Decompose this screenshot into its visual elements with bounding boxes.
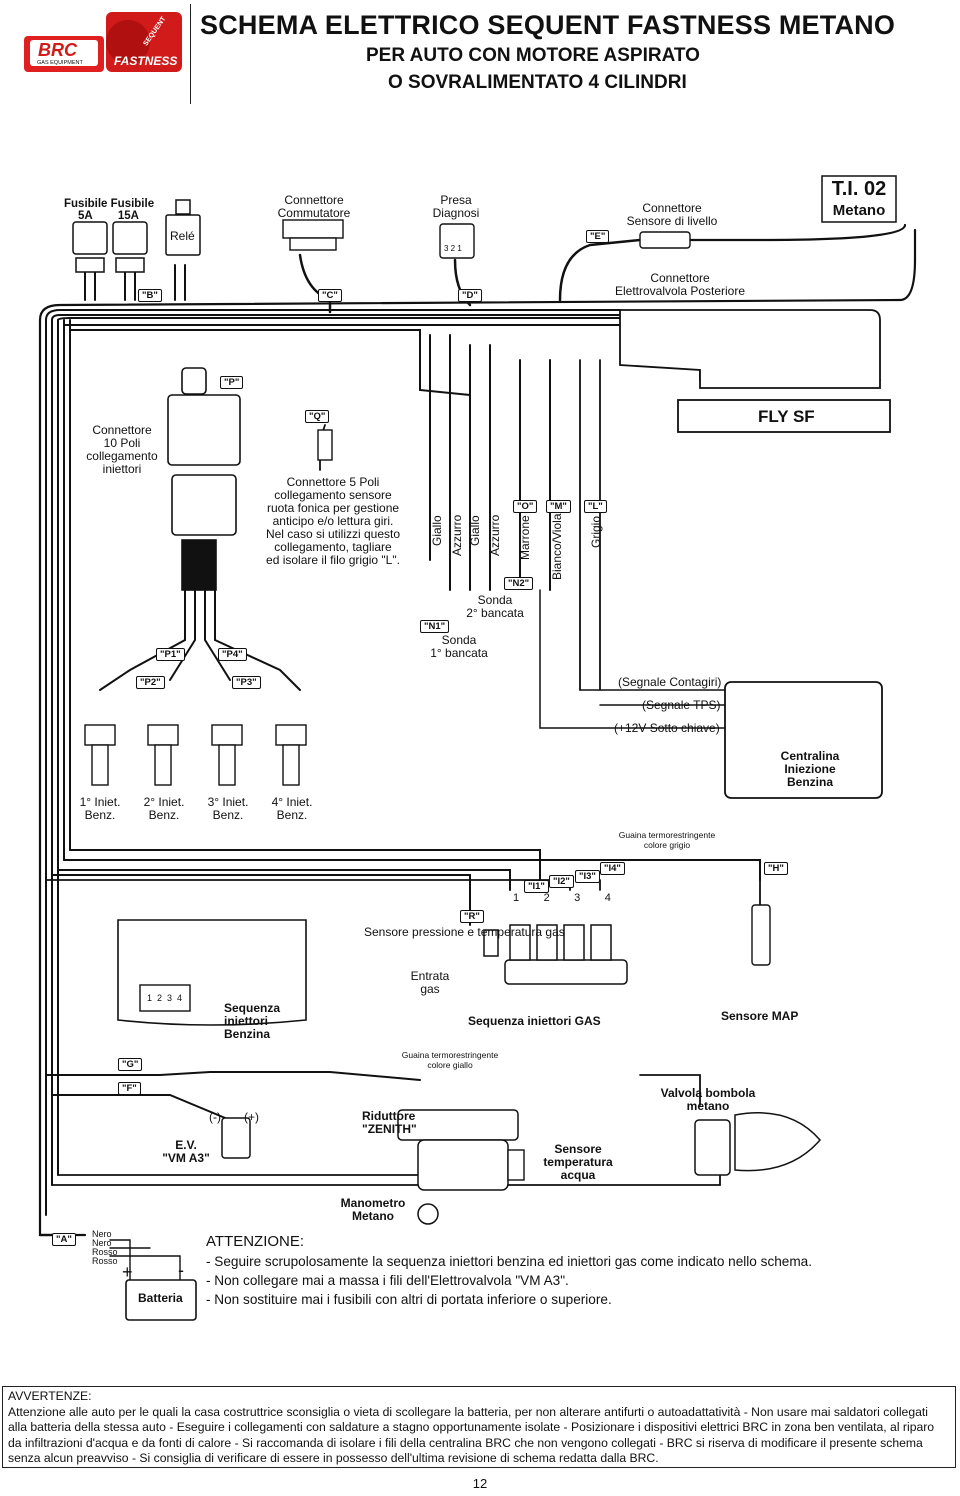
segnale-contagiri-label: (Segnale Contagiri) [618, 675, 722, 689]
logo-product: FASTNESS [114, 54, 178, 68]
sonda-1-label: Sonda 1° bancata [430, 633, 488, 660]
connettore-commutatore-label: Connettore Commutatore [277, 193, 351, 220]
wire-nero-1: Nero [92, 1229, 112, 1239]
tag-i1: "I1" [524, 880, 549, 893]
tag-l: "L" [584, 500, 607, 513]
attenzione-title: ATTENZIONE: [206, 1233, 305, 1250]
tag-i4: "I4" [600, 862, 625, 875]
wire-giallo-1: Giallo [430, 515, 444, 546]
battery-minus: - [178, 1260, 184, 1280]
connettore-10-poli-label: Connettore 10 Poli collegamento iniettor… [86, 423, 158, 476]
fusibili-values-label: 5A 15A [78, 210, 139, 222]
attenzione-line-3: - Non sostituire mai i fusibili con altr… [206, 1292, 612, 1307]
connettore-sensore-livello-label: Connettore Sensore di livello [626, 201, 718, 228]
guaina-giallo-label: Guaina termorestringente colore giallo [401, 1050, 499, 1070]
connettore-elettrovalvola-label: Connettore Elettrovalvola Posteriore [614, 271, 746, 298]
tag-o: "O" [513, 500, 538, 513]
wire-marrone: Marrone [518, 515, 532, 560]
avvertenze-title: AVVERTENZE: [8, 1389, 92, 1403]
sensore-map-label: Sensore MAP [721, 1009, 799, 1023]
page-title-line1: SCHEMA ELETTRICO SEQUENT FASTNESS METANO [200, 10, 896, 40]
logo-brand: BRC [38, 40, 77, 60]
benzina-rail-numbers: 1 2 3 4 [147, 993, 183, 1003]
manometro-label: Manometro Metano [340, 1196, 406, 1223]
gas-rail-numbers: 1 2 3 4 [513, 892, 611, 904]
tag-p1: "P1" [156, 648, 185, 661]
page-title-line2: PER AUTO CON MOTORE ASPIRATO [366, 45, 700, 66]
page-title-line3: O SOVRALIMENTATO 4 CILINDRI [388, 72, 687, 93]
tag-p2: "P2" [136, 676, 165, 689]
wire-azzurro-2: Azzurro [488, 514, 502, 556]
segnale-tps-label: (Segnale TPS) [642, 698, 721, 712]
attenzione-line-2: - Non collegare mai a massa i fili dell'… [206, 1273, 569, 1288]
tag-p: "P" [220, 376, 244, 389]
avvertenze-text: Attenzione alle auto per le quali la cas… [8, 1404, 935, 1466]
iniettore-1-label: 1° Iniet. Benz. [79, 795, 121, 822]
sonda-2-label: Sonda 2° bancata [466, 593, 524, 620]
wire-azzurro-1: Azzurro [450, 514, 464, 556]
wire-giallo-2: Giallo [468, 515, 482, 546]
ev-vm-label: E.V. "VM A3" [162, 1138, 210, 1165]
header-divider [190, 4, 191, 104]
tag-d: "D" [458, 289, 482, 302]
ev-minus-label: (-) [209, 1110, 221, 1124]
ti-fuel: Metano [832, 202, 886, 219]
wire-rosso-2: Rosso [92, 1256, 118, 1266]
sequenza-gas-label: Sequenza iniettori GAS [468, 1014, 601, 1028]
attenzione-line-1: - Seguire scrupolosamente la sequenza in… [206, 1254, 813, 1269]
fly-sf-label: FLY SF [758, 407, 815, 426]
tag-m: "M" [546, 500, 571, 513]
sotto-chiave-label: (+12V Sotto chiave) [614, 721, 720, 735]
ti-code: T.I. 02 [831, 178, 887, 200]
logo-sub: GAS EQUIPMENT [37, 60, 83, 66]
sensore-acqua-label: Sensore temperatura acqua [543, 1142, 613, 1182]
entrata-gas-label: Entrata gas [410, 969, 450, 996]
wire-nero-2: Nero [92, 1238, 112, 1248]
iniettore-4-label: 4° Iniet. Benz. [271, 795, 313, 822]
iniettore-2-label: 2° Iniet. Benz. [143, 795, 185, 822]
tag-e: "E" [586, 230, 610, 243]
diagnosi-pins-label: 3 2 1 [444, 244, 462, 253]
wire-rosso-1: Rosso [92, 1247, 118, 1257]
tag-i3: "I3" [575, 870, 600, 883]
tag-g: "G" [118, 1058, 143, 1071]
presa-diagnosi-label: Presa Diagnosi [432, 193, 480, 220]
sequenza-benzina-label: Sequenza iniettori Benzina [224, 1001, 281, 1041]
tag-q: "Q" [305, 410, 330, 423]
battery-plus: + [122, 1262, 133, 1282]
tag-n2: "N2" [504, 577, 534, 590]
tag-i2: "I2" [549, 875, 574, 888]
brc-logo: BRC GAS EQUIPMENT SEQUENT FASTNESS [10, 6, 188, 78]
tag-h: "H" [764, 862, 788, 875]
sensore-pressione-label: Sensore pressione e temperatura gas [364, 925, 565, 939]
tag-c: "C" [318, 289, 342, 302]
tag-p4: "P4" [218, 648, 247, 661]
centralina-label: Centralina Iniezione Benzina [780, 749, 840, 789]
tag-b: "B" [138, 289, 162, 302]
tag-r: "R" [460, 910, 484, 923]
page-number: 12 [472, 1476, 488, 1491]
guaina-grigio-label: Guaina termorestringente colore grigio [618, 830, 716, 850]
rele-label: Relé [170, 229, 195, 243]
connettore-5-poli-label: Connettore 5 Poli collegamento sensore r… [265, 475, 401, 567]
avvertenze-box: AVVERTENZE: Attenzione alle auto per le … [2, 1386, 956, 1468]
wire-grigio: Grigio [589, 515, 603, 548]
fusibili-label: Fusibile Fusibile [64, 198, 155, 210]
tag-p3: "P3" [232, 676, 261, 689]
wire-bianco-viola: Bianco/Viola [550, 513, 564, 581]
tag-a: "A" [52, 1233, 76, 1246]
valvola-bombola-label: Valvola bombola metano [660, 1086, 756, 1113]
tag-n1: "N1" [420, 620, 450, 633]
batteria-label: Batteria [138, 1291, 183, 1305]
riduttore-label: Riduttore "ZENITH" [362, 1109, 417, 1136]
iniettore-3-label: 3° Iniet. Benz. [207, 795, 249, 822]
ev-plus-label: (+) [244, 1110, 259, 1124]
tag-f: "F" [118, 1082, 141, 1095]
